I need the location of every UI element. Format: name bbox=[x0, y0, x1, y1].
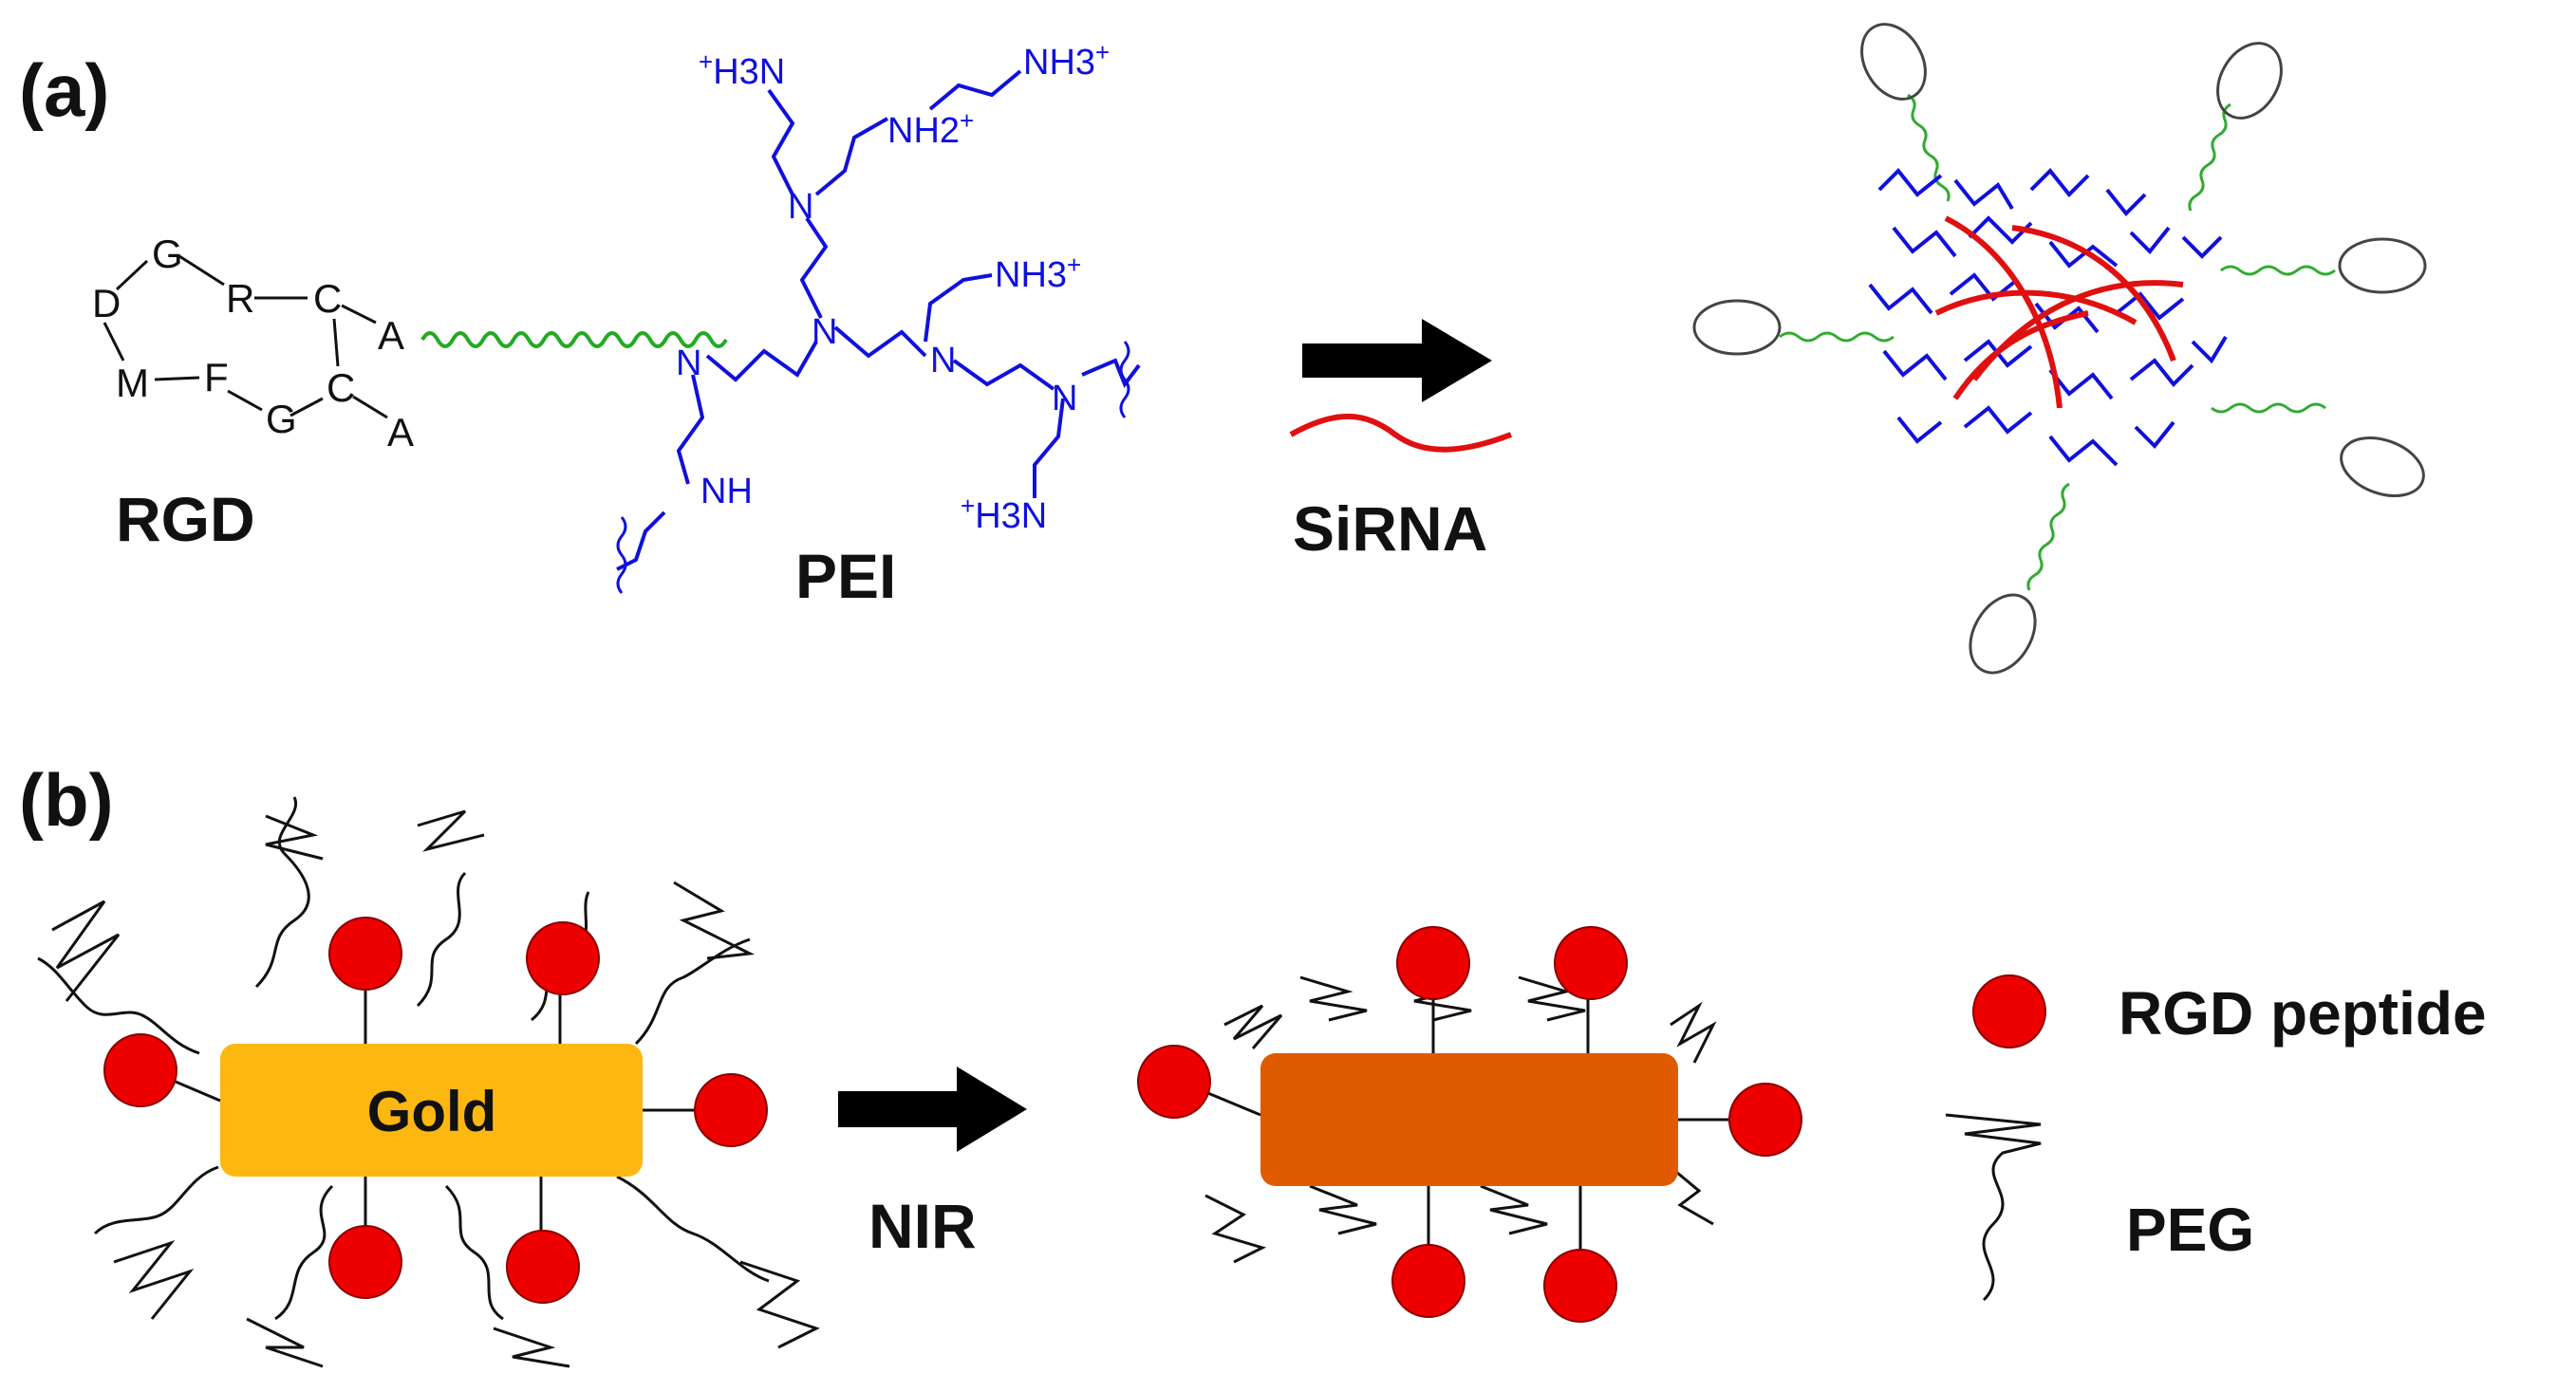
pei-label: PEI bbox=[795, 541, 896, 611]
heated-rod bbox=[1260, 1053, 1678, 1186]
gold-nanorod-cold: Gold bbox=[37, 796, 820, 1368]
n-atom-3: N bbox=[930, 341, 956, 380]
atom-f: F bbox=[204, 355, 229, 399]
rgd-sphere-icon bbox=[1543, 1249, 1617, 1323]
right-arrow-icon bbox=[1302, 319, 1492, 402]
n-atom-5: N bbox=[1052, 379, 1077, 418]
rgd-sphere-icon bbox=[1396, 926, 1470, 1000]
rgd-stems bbox=[175, 987, 702, 1234]
atom-c2: C bbox=[327, 365, 355, 410]
atom-a2: A bbox=[387, 410, 414, 455]
rgd-sphere-icon bbox=[1137, 1045, 1211, 1119]
atom-c1: C bbox=[313, 276, 342, 321]
rgd-sphere-icon bbox=[694, 1073, 768, 1147]
h3n-bottom-group: +H3N bbox=[961, 492, 1047, 536]
rgd-sphere-icon bbox=[506, 1230, 580, 1304]
atom-r: R bbox=[226, 276, 254, 321]
rgd-label: RGD bbox=[116, 484, 255, 554]
peg-zigzags bbox=[51, 809, 820, 1368]
gold-label: Gold bbox=[367, 1080, 497, 1143]
peg-coils-extended bbox=[37, 796, 770, 1321]
atom-g1: G bbox=[152, 232, 183, 276]
rgd-sphere-icon bbox=[328, 917, 402, 991]
nh3-top-group: NH3+ bbox=[1023, 38, 1110, 83]
pei-cloud bbox=[1868, 168, 2228, 467]
sirna-strand-icon bbox=[1289, 413, 1513, 453]
legend: RGD peptide PEG bbox=[1945, 974, 2487, 1302]
nh2-top-group: NH2+ bbox=[887, 106, 974, 151]
green-linker bbox=[420, 331, 728, 348]
right-arrow-icon bbox=[838, 1067, 1027, 1152]
n-atom-2: N bbox=[812, 312, 837, 352]
sirna-strands bbox=[1934, 215, 2184, 409]
rgd-spheres-heated bbox=[1137, 926, 1802, 1323]
rgd-sphere-icon bbox=[1391, 1244, 1465, 1318]
legend-peg-label: PEG bbox=[2126, 1196, 2254, 1264]
peg-collapsed bbox=[1204, 975, 1717, 1264]
sirna-label: SiRNA bbox=[1293, 493, 1487, 564]
n-atom-1: N bbox=[676, 343, 701, 383]
nh-bottom-group: NH bbox=[700, 472, 753, 511]
nh3-mid-group: NH3+ bbox=[995, 250, 1081, 295]
pei-polymer: N N N N N +H3N NH2+ NH3+ NH3+ +H3N NH bbox=[616, 38, 1141, 594]
n-atom-4: N bbox=[788, 187, 813, 227]
atom-d: D bbox=[92, 281, 121, 325]
gold-nanorod-heated bbox=[1137, 926, 1802, 1323]
nir-label: NIR bbox=[868, 1191, 977, 1261]
peg-coil-icon bbox=[1945, 1113, 2042, 1302]
polyplex-nanocomplex bbox=[1692, 23, 2427, 675]
h3n-top-group: +H3N bbox=[699, 47, 785, 92]
legend-rgd-label: RGD peptide bbox=[2119, 979, 2487, 1048]
panel-a-label: (a) bbox=[19, 48, 109, 132]
atom-a1: A bbox=[378, 313, 404, 358]
gold-rod bbox=[220, 1044, 643, 1177]
panel-b-label: (b) bbox=[19, 758, 114, 842]
rgd-sphere-icon bbox=[328, 1225, 402, 1299]
rgd-cyclic-peptide: G D R C A M F G C A bbox=[92, 232, 414, 455]
rgd-spheres bbox=[103, 917, 768, 1304]
rgd-sphere-icon bbox=[103, 1033, 177, 1107]
rgd-sphere-icon bbox=[1554, 926, 1628, 1000]
rgd-sphere-icon bbox=[1728, 1083, 1802, 1157]
rgd-sphere-icon bbox=[1972, 974, 2046, 1048]
atom-m: M bbox=[116, 361, 149, 405]
rgd-sphere-icon bbox=[526, 921, 600, 995]
atom-g2: G bbox=[266, 397, 297, 441]
